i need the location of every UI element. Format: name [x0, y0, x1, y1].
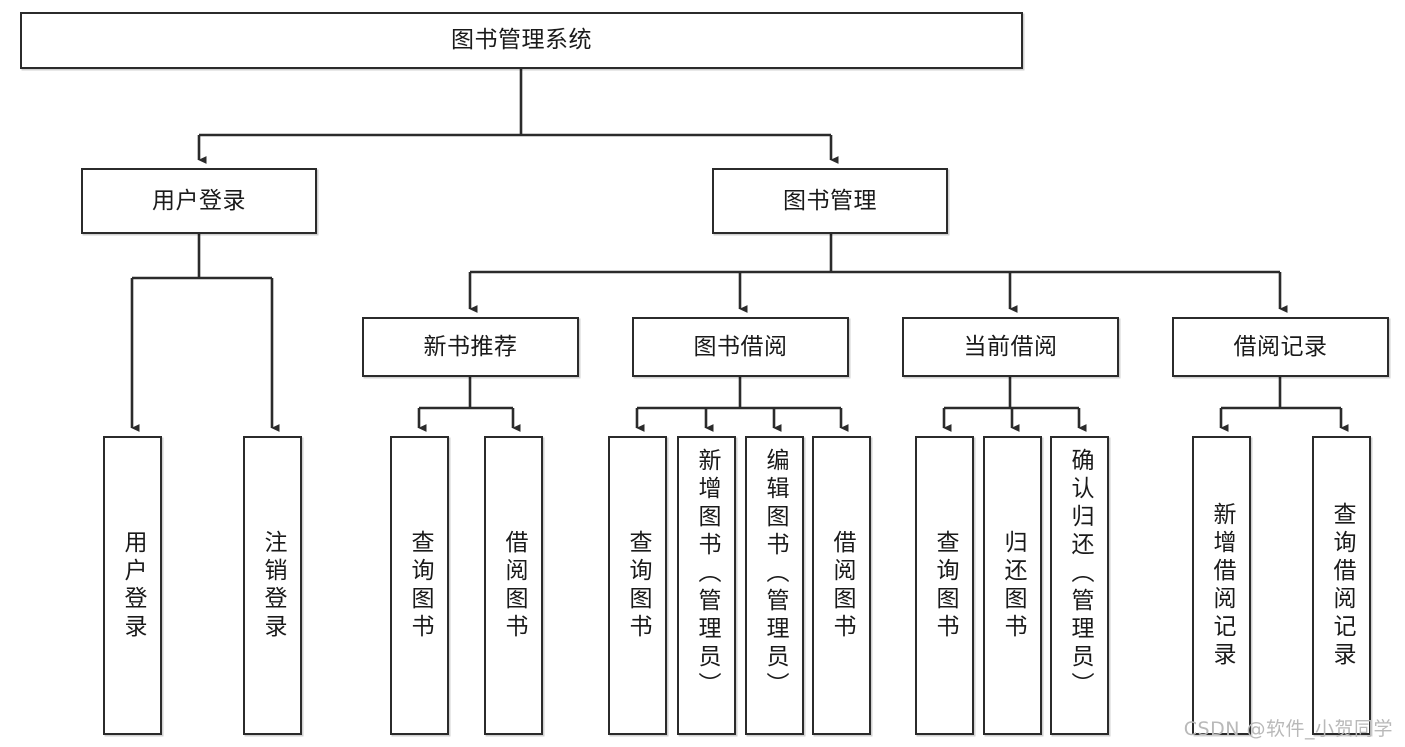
node-new-book-recommend[interactable]: 新书推荐 — [362, 317, 579, 377]
leaf-return-book-label: 归还图书 — [1000, 529, 1026, 642]
leaf-query-borrow-record-label: 查询借阅记录 — [1329, 501, 1355, 670]
csdn-watermark: CSDN @软件_小贺同学 — [1183, 718, 1393, 740]
leaf-confirm-return-admin[interactable]: 确认归还（管理员） — [1050, 436, 1109, 735]
node-book-manage-label: 图书管理 — [783, 187, 877, 214]
leaf-user-login[interactable]: 用户登录 — [103, 436, 162, 735]
leaf-add-book-admin-label: 新增图书（管理员） — [694, 448, 720, 700]
leaf-logout-login[interactable]: 注销登录 — [243, 436, 302, 735]
node-root-label: 图书管理系统 — [451, 27, 592, 54]
leaf-query-book-2-label: 查询图书 — [625, 529, 651, 642]
leaf-confirm-return-admin-label: 确认归还（管理员） — [1067, 448, 1093, 700]
leaf-query-book-3-label: 查询图书 — [932, 529, 958, 642]
node-book-borrow-label: 图书借阅 — [693, 333, 788, 360]
leaf-query-book-1-label: 查询图书 — [407, 529, 433, 642]
node-current-borrow-label: 当前借阅 — [963, 333, 1058, 360]
leaf-query-book-3[interactable]: 查询图书 — [915, 436, 974, 735]
node-root[interactable]: 图书管理系统 — [20, 12, 1023, 69]
leaf-logout-login-label: 注销登录 — [260, 529, 286, 642]
node-book-borrow[interactable]: 图书借阅 — [632, 317, 849, 377]
node-new-book-recommend-label: 新书推荐 — [423, 333, 518, 360]
node-borrow-record-label: 借阅记录 — [1233, 333, 1328, 360]
leaf-borrow-book-1[interactable]: 借阅图书 — [484, 436, 543, 735]
leaf-borrow-book-2[interactable]: 借阅图书 — [812, 436, 871, 735]
node-user-login[interactable]: 用户登录 — [81, 168, 317, 234]
leaf-borrow-book-2-label: 借阅图书 — [829, 529, 855, 642]
leaf-query-book-2[interactable]: 查询图书 — [608, 436, 667, 735]
leaf-add-book-admin[interactable]: 新增图书（管理员） — [677, 436, 736, 735]
leaf-query-borrow-record[interactable]: 查询借阅记录 — [1312, 436, 1371, 735]
leaf-add-borrow-record[interactable]: 新增借阅记录 — [1192, 436, 1251, 735]
node-borrow-record[interactable]: 借阅记录 — [1172, 317, 1389, 377]
leaf-borrow-book-1-label: 借阅图书 — [501, 529, 527, 642]
leaf-user-login-label: 用户登录 — [120, 529, 146, 642]
node-current-borrow[interactable]: 当前借阅 — [902, 317, 1119, 377]
leaf-edit-book-admin-label: 编辑图书（管理员） — [762, 448, 788, 700]
node-user-login-label: 用户登录 — [152, 187, 246, 214]
leaf-edit-book-admin[interactable]: 编辑图书（管理员） — [745, 436, 804, 735]
node-book-manage[interactable]: 图书管理 — [712, 168, 948, 234]
leaf-add-borrow-record-label: 新增借阅记录 — [1209, 501, 1235, 670]
leaf-return-book[interactable]: 归还图书 — [983, 436, 1042, 735]
leaf-query-book-1[interactable]: 查询图书 — [390, 436, 449, 735]
